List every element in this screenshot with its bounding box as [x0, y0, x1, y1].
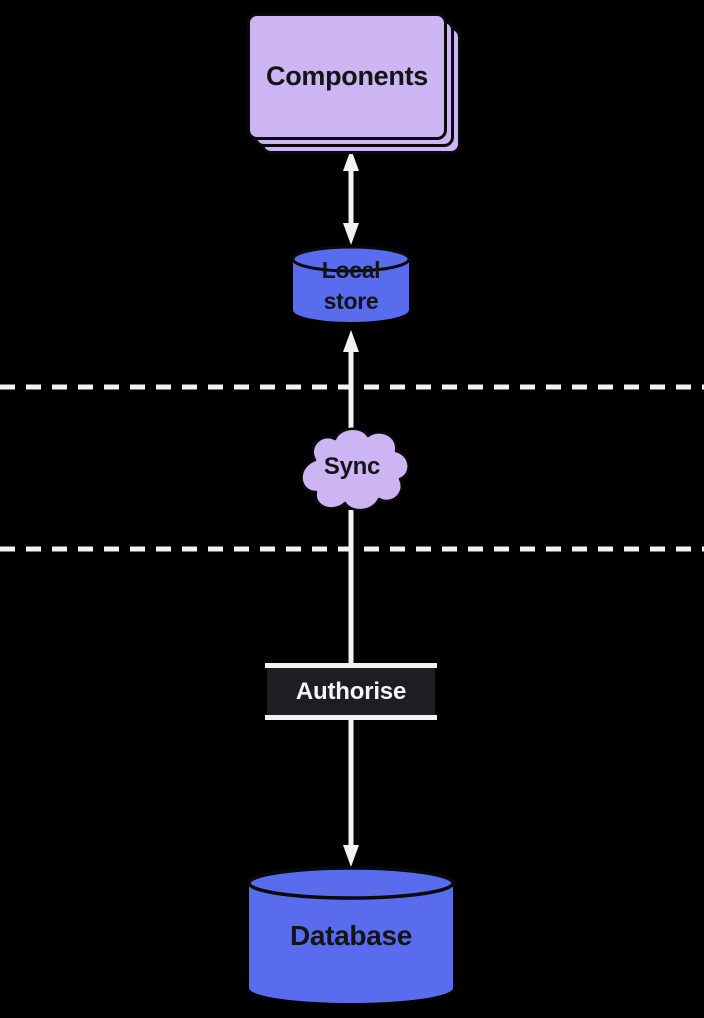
components-localstore-arrow — [343, 149, 359, 245]
components-label: Components — [266, 61, 428, 91]
sync-localstore-arrow — [343, 330, 359, 429]
database-label: Database — [289, 920, 413, 951]
cloud-icon — [300, 427, 410, 512]
authorise-database-arrow — [343, 718, 359, 867]
authorise-bottom-rule — [265, 715, 437, 720]
sync-label: Sync — [323, 453, 381, 480]
cylinder-icon — [247, 866, 455, 1003]
node-authorise: Authorise — [265, 663, 437, 720]
authorise-top-rule — [265, 663, 437, 668]
local-store-label: Local store — [321, 256, 381, 314]
authorise-label: Authorise — [267, 668, 435, 715]
stacked-card-front-icon — [247, 13, 447, 140]
cylinder-icon — [291, 245, 411, 322]
